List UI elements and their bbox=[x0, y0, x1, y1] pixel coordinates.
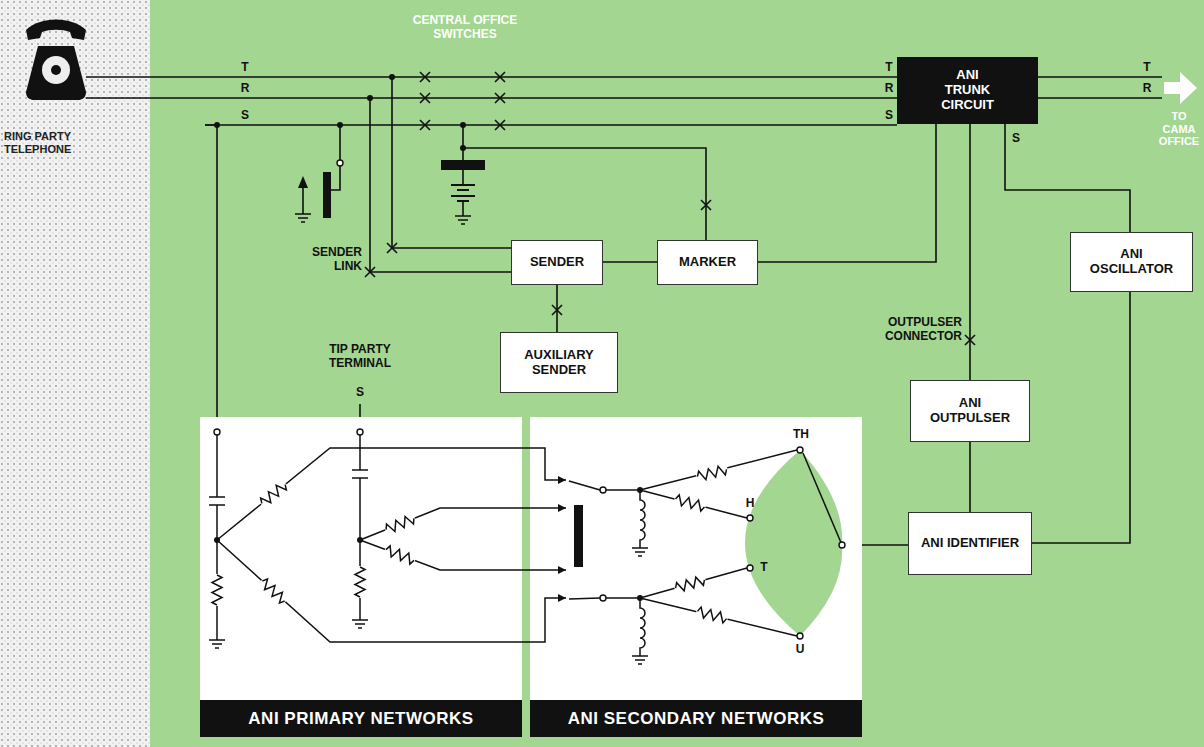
signal-label: T bbox=[238, 61, 252, 75]
signal-label: S bbox=[353, 386, 367, 400]
signal-label: H bbox=[743, 497, 757, 511]
contact-points bbox=[214, 476, 643, 602]
connector-line bbox=[758, 124, 936, 262]
process-box: MARKER bbox=[657, 240, 758, 285]
process-box: ANI OSCILLATOR bbox=[1070, 232, 1193, 292]
signal-label: T bbox=[757, 561, 771, 575]
switch-crosses bbox=[365, 72, 975, 345]
process-box: AUXILIARY SENDER bbox=[500, 332, 618, 393]
process-box: ANI IDENTIFIER bbox=[908, 512, 1032, 575]
panel-band: ANI SECONDARY NETWORKS bbox=[530, 700, 862, 737]
battery-symbol bbox=[441, 160, 485, 201]
box-label: ANI TRUNK CIRCUIT bbox=[936, 68, 1000, 113]
box-label: ANI OSCILLATOR bbox=[1082, 247, 1182, 277]
telephone-icon bbox=[26, 20, 86, 101]
primary-panel-ground bbox=[200, 417, 522, 700]
network-panel: ANI SECONDARY NETWORKS bbox=[530, 417, 862, 737]
box-label: ANI OUTPULSER bbox=[920, 396, 1020, 426]
box-label: ANI IDENTIFIER bbox=[921, 536, 1019, 551]
trunk-circuit-box: ANI TRUNK CIRCUIT bbox=[897, 57, 1038, 124]
panel-band: ANI PRIMARY NETWORKS bbox=[200, 700, 522, 737]
connector-line bbox=[862, 544, 908, 546]
direction-arrow bbox=[1164, 72, 1197, 104]
dotted-strip bbox=[0, 0, 150, 747]
signal-label: R bbox=[238, 82, 252, 96]
signal-label: OUTPULSER CONNECTOR bbox=[848, 316, 962, 344]
terminal-circles bbox=[214, 429, 845, 639]
box-label: SENDER bbox=[530, 255, 584, 270]
panel-title: ANI SECONDARY NETWORKS bbox=[568, 709, 825, 729]
relay-symbol bbox=[298, 160, 343, 218]
secondary-panel-ground bbox=[530, 417, 862, 700]
process-box: SENDER bbox=[511, 240, 603, 285]
box-label: MARKER bbox=[679, 255, 736, 270]
signal-label: S bbox=[238, 109, 252, 123]
signal-label: SENDER LINK bbox=[288, 246, 362, 274]
panel-title: ANI PRIMARY NETWORKS bbox=[248, 709, 473, 729]
selector-lens bbox=[745, 450, 842, 636]
signal-label: R bbox=[882, 82, 896, 96]
connector-line bbox=[969, 124, 971, 380]
resistor-symbols bbox=[211, 463, 729, 624]
signal-label: S bbox=[882, 109, 896, 123]
network-panel: ANI PRIMARY NETWORKS bbox=[200, 417, 522, 737]
signal-label: TO CAMA OFFICE bbox=[1156, 110, 1202, 148]
edge-label: S bbox=[1011, 132, 1021, 146]
signal-label: U bbox=[793, 643, 807, 657]
junction-dots bbox=[214, 74, 466, 151]
signal-label: R bbox=[1140, 82, 1154, 96]
green-ground bbox=[150, 0, 1204, 747]
process-box: ANI OUTPULSER bbox=[910, 380, 1030, 442]
signal-label: CENTRAL OFFICE SWITCHES bbox=[395, 14, 535, 42]
connector-line bbox=[603, 261, 657, 263]
connector-line bbox=[1005, 124, 1130, 232]
signal-label: TIP PARTY TERMINAL bbox=[320, 343, 400, 371]
connector-line bbox=[969, 442, 971, 512]
signal-label: T bbox=[1140, 61, 1154, 75]
network-wiring bbox=[209, 435, 842, 664]
signal-label: T bbox=[882, 61, 896, 75]
signal-label: TH bbox=[788, 428, 814, 442]
box-label: AUXILIARY SENDER bbox=[509, 348, 609, 378]
connector-line bbox=[1032, 292, 1130, 543]
connector-line bbox=[556, 285, 558, 332]
ground-symbols bbox=[295, 214, 471, 224]
signal-label: RING PARTY TELEPHONE bbox=[4, 130, 90, 155]
